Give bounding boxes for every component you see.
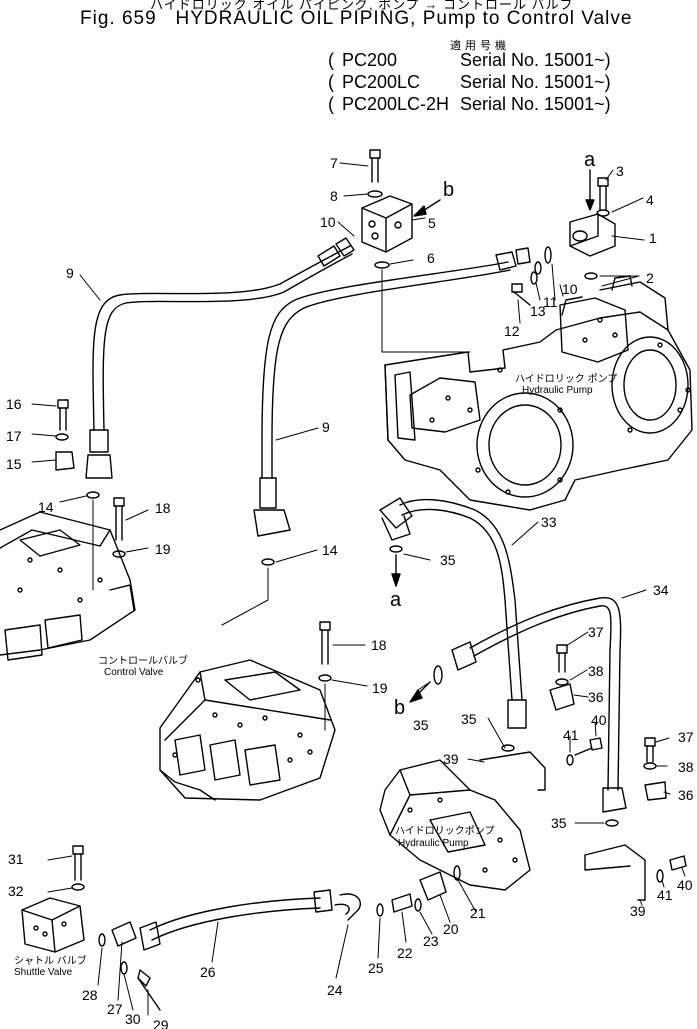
- applicability-label: 適用号機: [450, 40, 510, 52]
- callout-28: 28: [82, 987, 98, 1003]
- control-valve-jp-label: コントロールバルブ: [98, 654, 188, 667]
- callout-35-a: 35: [440, 552, 456, 568]
- callout-39-b: 39: [630, 903, 646, 919]
- hydraulic-pump-lower: [379, 759, 531, 891]
- callout-13: 13: [530, 303, 546, 319]
- control-valve-center: [159, 659, 336, 801]
- hydraulic-pump-bottom-jp-label: ハイドロリックポンプ: [395, 825, 495, 837]
- callout-20: 20: [443, 921, 459, 937]
- callout-24: 24: [327, 982, 343, 998]
- callout-26: 26: [200, 964, 216, 980]
- callout-18-center: 18: [371, 637, 387, 653]
- callout-10-left: 10: [320, 214, 336, 230]
- callout-31: 31: [8, 851, 24, 867]
- callout-38-a: 38: [588, 663, 604, 679]
- hydraulic-pump-main: [384, 275, 693, 511]
- callout-38-b: 38: [678, 759, 694, 775]
- callout-14-left: 14: [38, 499, 54, 515]
- flange-block: [569, 213, 616, 257]
- callout-19-left: 19: [155, 541, 171, 557]
- arrow-letter-a-mid: a: [390, 589, 402, 611]
- callout-6: 6: [427, 250, 435, 266]
- callout-23: 23: [423, 933, 439, 949]
- serial-range: Serial No. 15001~: [460, 72, 605, 92]
- arrow-letter-a-top: a: [584, 149, 596, 171]
- split-flange-block: [361, 195, 413, 253]
- callout-25: 25: [368, 960, 384, 976]
- callout-1: 1: [649, 230, 657, 246]
- callout-9-left: 9: [66, 265, 74, 281]
- serial-range: Serial No. 15001~: [460, 50, 605, 70]
- arrow-letter-b-mid: b: [394, 697, 405, 719]
- serial-range: Serial No. 15001~: [460, 94, 605, 114]
- callout-35-c: 35: [461, 711, 477, 727]
- callout-8: 8: [330, 188, 338, 204]
- hydraulic-pump-top-en-label: Hydraulic Pump: [522, 385, 593, 396]
- callout-14-center: 14: [322, 542, 338, 558]
- control-valve-left: [0, 511, 136, 661]
- callout-11: 11: [543, 294, 558, 310]
- shuttle-valve-jp-label: シャトル バルブ: [14, 954, 87, 967]
- callout-33: 33: [541, 514, 557, 530]
- callout-19-center: 19: [372, 680, 388, 696]
- callouts: 1 2 3 4 5 6 7 8 9 9 10 10 11 12 13 14 14…: [6, 155, 694, 1029]
- callout-7: 7: [330, 155, 338, 171]
- callout-35-d: 35: [551, 815, 567, 831]
- callout-40-b: 40: [677, 877, 693, 893]
- callout-27: 27: [107, 1001, 123, 1017]
- callout-21: 21: [470, 905, 486, 921]
- callout-16: 16: [6, 396, 22, 412]
- model-name: PC200: [342, 50, 398, 70]
- callout-9-center: 9: [322, 419, 330, 435]
- hydraulic-pump-top-jp-label: ハイドロリック ポンプ: [515, 373, 617, 385]
- callout-37-b: 37: [678, 729, 694, 745]
- callout-30: 30: [125, 1011, 141, 1027]
- callout-39-a: 39: [443, 751, 459, 767]
- callout-34: 34: [653, 582, 669, 598]
- callout-40-a: 40: [591, 712, 607, 728]
- callout-36-b: 36: [678, 787, 694, 803]
- callout-10-right: 10: [562, 281, 578, 297]
- model-name: PC200LC: [342, 72, 421, 92]
- callout-17: 17: [6, 428, 22, 444]
- arrow-letter-b-top: b: [443, 179, 454, 201]
- callout-18-left: 18: [155, 500, 171, 516]
- callout-2: 2: [646, 270, 654, 286]
- model-name: PC200LC-2H: [342, 94, 450, 114]
- shuttle-valve: [21, 897, 85, 953]
- callout-41-b: 41: [657, 887, 673, 903]
- callout-4: 4: [646, 192, 654, 208]
- callout-22: 22: [397, 945, 413, 961]
- callout-5: 5: [428, 215, 436, 231]
- figure-title: Fig. 659 HYDRAULIC OIL PIPING, Pump to C…: [80, 8, 632, 30]
- callout-37-a: 37: [588, 624, 604, 640]
- callout-3: 3: [616, 163, 624, 179]
- control-valve-en-label: Control Valve: [104, 667, 164, 678]
- japanese-title: ハイドロリック オイル パイピング, ポンプ → コントロール バルブ: [150, 0, 574, 12]
- callout-32: 32: [8, 883, 24, 899]
- callout-36-a: 36: [588, 689, 604, 705]
- callout-29: 29: [153, 1017, 169, 1029]
- figure-caption: HYDRAULIC OIL PIPING, Pump to Control Va…: [175, 8, 633, 29]
- callout-41-a: 41: [563, 727, 579, 743]
- callout-12: 12: [504, 323, 520, 339]
- shuttle-valve-en-label: Shuttle Valve: [14, 967, 73, 978]
- figure-number: Fig. 659: [80, 8, 157, 29]
- callout-15: 15: [6, 456, 22, 472]
- callout-35-b: 35: [413, 717, 429, 733]
- hydraulic-pump-bottom-en-label: Hydraulic Pump: [398, 838, 469, 849]
